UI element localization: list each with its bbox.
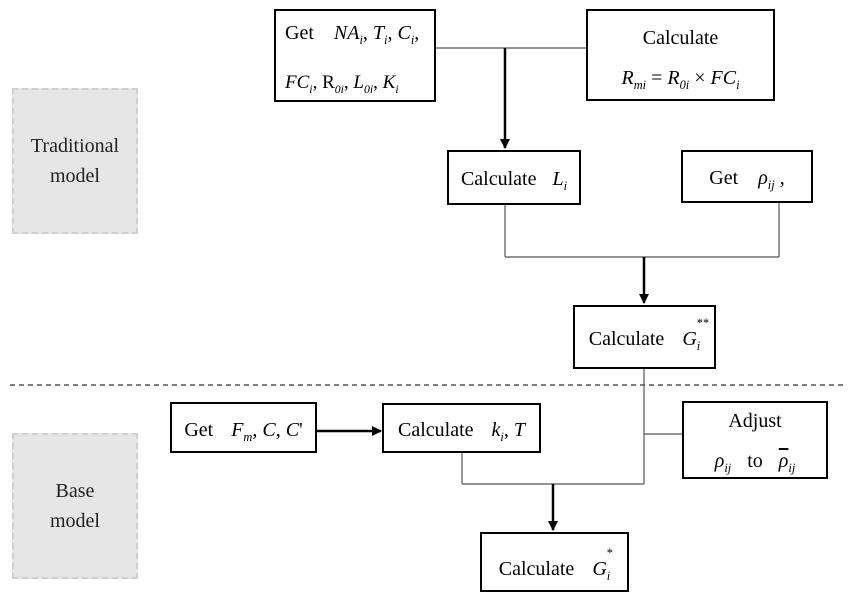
adjust-rho-box: Adjust ρij to ρij	[682, 401, 828, 479]
c-constant-symbol: C	[262, 419, 276, 441]
traditional-label-line2: model	[50, 165, 100, 187]
l0-symbol: L	[353, 72, 364, 93]
c-symbol: C	[397, 22, 411, 44]
adjust-title: Adjust	[728, 410, 782, 432]
calculate-g2-word: Calculate	[588, 328, 665, 350]
calculate-li-box: Calculate Li	[447, 150, 581, 205]
get-inputs-box: Get NAi, Ti, Ci, FCi, R0i, L0i, Ki	[274, 9, 436, 102]
g-star-symbol: G	[592, 558, 607, 580]
calculate-g-star-box: Calculate G*i	[480, 532, 629, 592]
t-symbol: T	[372, 22, 385, 44]
calculate-li-word: Calculate	[460, 168, 537, 190]
get-fm-word: Get	[184, 419, 214, 441]
r0-symbol: R	[322, 72, 335, 93]
traditional-model-label: Traditional model	[12, 88, 138, 234]
get-rho-box: Get ρij ,	[681, 150, 813, 203]
na-symbol: NA	[333, 22, 360, 44]
calculate-ki-word: Calculate	[398, 419, 474, 441]
fc-symbol: FC	[285, 72, 310, 93]
base-label-line1: Base	[55, 480, 95, 502]
get-inputs-word: Get	[285, 22, 314, 44]
connector-lines	[10, 47, 846, 531]
base-model-label: Base model	[12, 433, 138, 579]
calculate-g-double-star-box: Calculate G**i	[573, 305, 716, 369]
calculate-rmi-box: Calculate Rmi = R0i × FCi	[586, 9, 775, 101]
c-prime-symbol: C	[285, 419, 300, 441]
calculate-ki-box: Calculate ki, T	[382, 403, 541, 453]
calculate-g1-word: Calculate	[498, 558, 575, 580]
calculate-rmi-title: Calculate	[642, 27, 719, 49]
get-rho-word: Get	[709, 167, 739, 189]
base-label-line2: model	[50, 510, 100, 532]
traditional-label-line1: Traditional	[30, 135, 120, 157]
rho-bar-symbol: ρ	[778, 450, 789, 472]
k-symbol: K	[382, 72, 396, 93]
li-symbol: L	[552, 168, 564, 190]
ki-symbol: k	[491, 419, 501, 441]
fm-symbol: F	[231, 419, 244, 441]
rho-symbol: ρ	[758, 167, 768, 189]
t-constant-symbol: T	[513, 419, 525, 441]
g-double-star-symbol: G	[682, 328, 697, 350]
get-fm-box: Get Fm, C, C'	[170, 402, 317, 453]
rmi-formula: Rmi = R0i × FCi	[621, 67, 740, 92]
adjust-formula: ρij to ρij	[714, 450, 796, 475]
